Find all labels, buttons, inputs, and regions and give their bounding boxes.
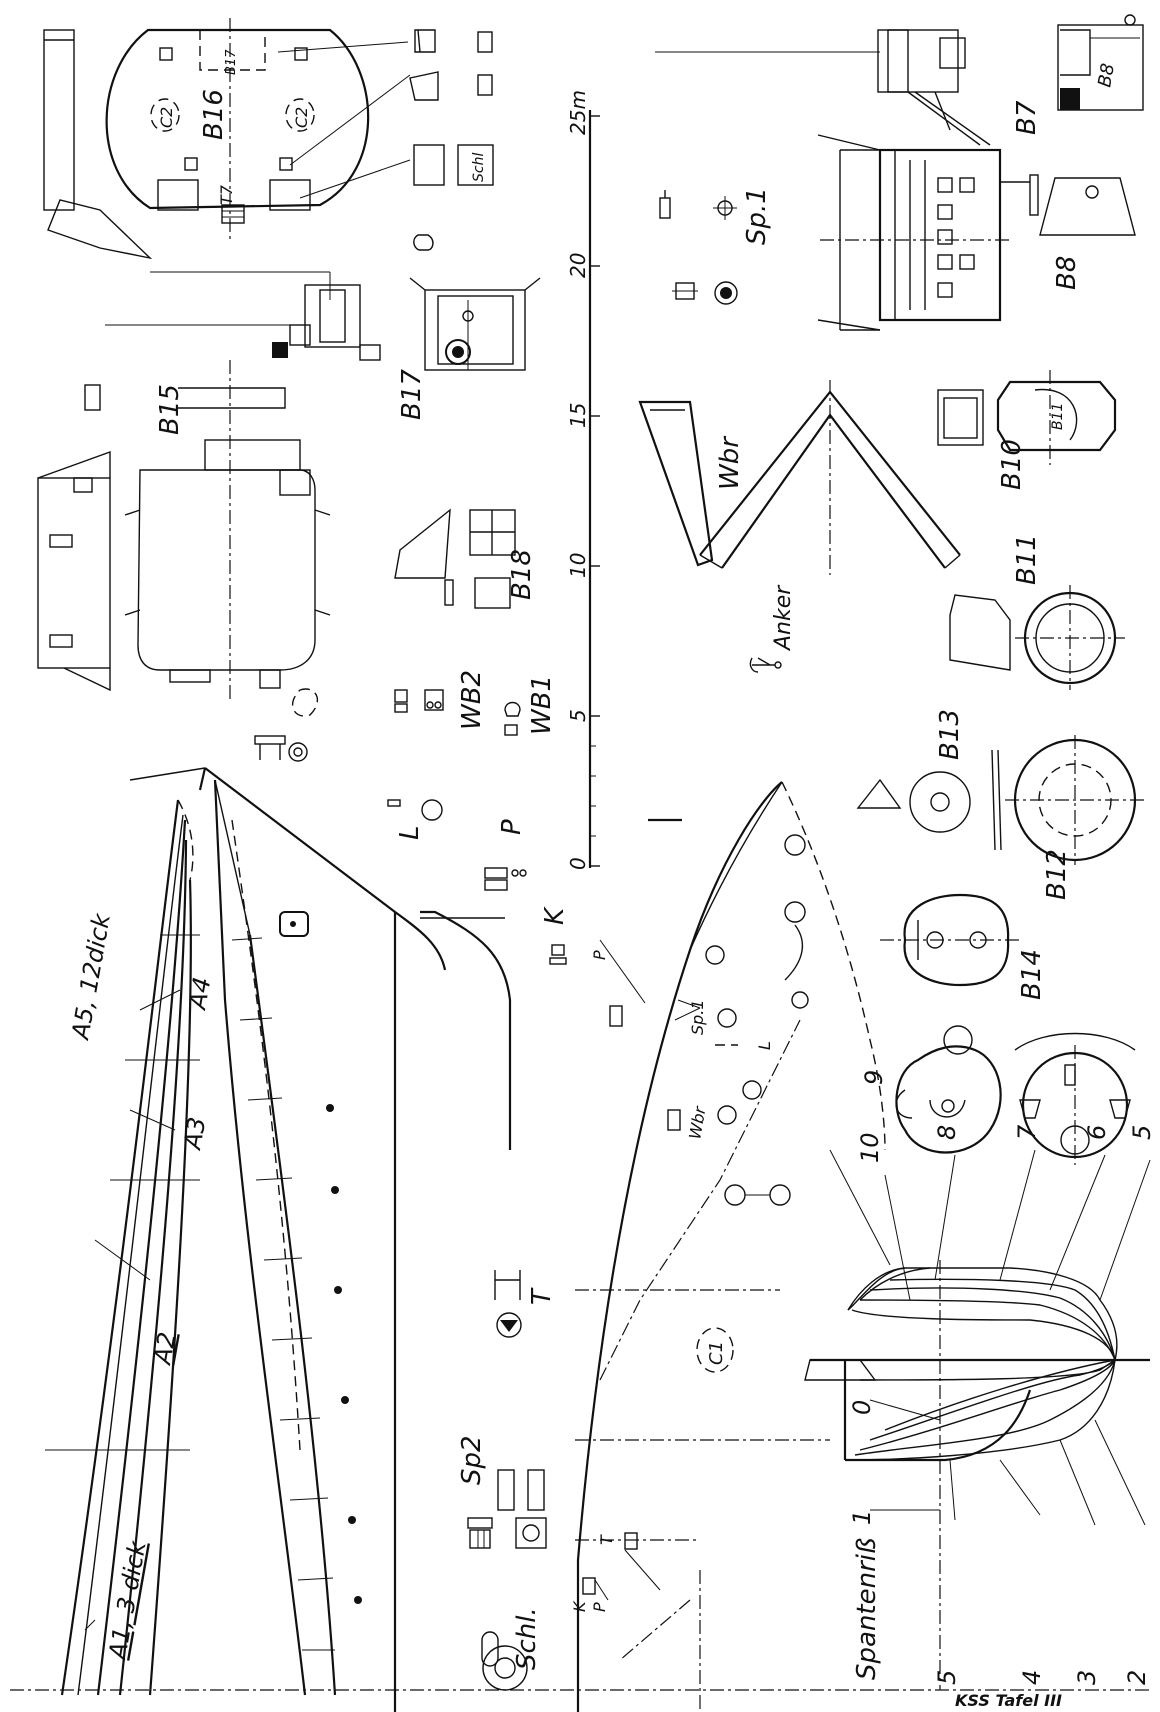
label-b12: B12 bbox=[1042, 849, 1072, 900]
part-wbr-group bbox=[638, 380, 961, 575]
frame-label-10: 10 bbox=[856, 1132, 884, 1163]
label-p-deck-low: P bbox=[590, 1602, 609, 1612]
label-wb2: WB2 bbox=[457, 670, 487, 730]
part-b15-group bbox=[37, 29, 331, 717]
label-sp2: Sp2 bbox=[457, 1435, 487, 1485]
frame-label-4: 4 bbox=[1018, 1670, 1046, 1685]
body-plan-drawing bbox=[804, 1149, 1151, 1690]
label-spantenriss: Spantenriß bbox=[852, 1538, 882, 1680]
scale-tick-20: 20 bbox=[566, 253, 590, 278]
label-b18: B18 bbox=[507, 549, 537, 600]
label-wbr-deck: Wbr bbox=[685, 1104, 710, 1141]
part-wb-group bbox=[394, 689, 521, 736]
part-b12-b13-group bbox=[856, 735, 1145, 865]
label-l: L bbox=[395, 826, 425, 841]
frame-label-9: 9 bbox=[860, 1070, 888, 1085]
label-a1: A1, 3 dick bbox=[103, 1538, 152, 1663]
hull-strakes-drawing bbox=[45, 799, 200, 1696]
label-a2: A2 bbox=[148, 1330, 181, 1368]
deck-plan-drawing bbox=[575, 781, 886, 1712]
label-wb1: WB1 bbox=[527, 675, 557, 735]
bulwark-profile-drawing bbox=[10, 767, 1150, 1712]
part-k bbox=[549, 944, 567, 965]
frame-label-3: 3 bbox=[1073, 1670, 1101, 1685]
part-sp1-group bbox=[659, 190, 738, 305]
label-a3: A3 bbox=[178, 1115, 211, 1153]
label-c2-left: C2 bbox=[157, 107, 176, 128]
label-sp1: Sp.1 bbox=[742, 187, 772, 245]
frame-label-0: 0 bbox=[848, 1400, 876, 1415]
label-k-deck-low: K bbox=[570, 1600, 589, 1612]
scale-unit-label: 25m bbox=[566, 90, 590, 135]
label-p-deck: P bbox=[590, 950, 609, 960]
deckhouse-drawing bbox=[817, 134, 1136, 331]
label-b14: B14 bbox=[1017, 949, 1047, 1000]
frame-label-7: 7 bbox=[1013, 1124, 1041, 1140]
part-b14-group bbox=[880, 893, 1020, 987]
label-b10: B10 bbox=[997, 439, 1027, 490]
label-a4: A4 bbox=[183, 975, 216, 1013]
part-bollard bbox=[254, 735, 308, 762]
label-wbr: Wbr bbox=[715, 435, 745, 490]
part-schl-sp2-t-group bbox=[467, 1270, 547, 1691]
label-b11-inner: B11 bbox=[1050, 403, 1066, 430]
label-b8-top: B8 bbox=[1094, 62, 1119, 89]
label-b13: B13 bbox=[935, 709, 965, 760]
sheet-footer: KSS Tafel III bbox=[955, 1691, 1062, 1710]
label-k-deck-top: K bbox=[540, 906, 570, 925]
part-b7-b8-group bbox=[655, 14, 1144, 146]
label-b16: B16 bbox=[199, 89, 229, 140]
label-anker: Anker bbox=[771, 584, 796, 652]
part-b11-group bbox=[949, 585, 1125, 690]
label-l-deck: L bbox=[755, 1041, 774, 1050]
scale-tick-10: 10 bbox=[566, 553, 590, 578]
frame-label-5-lower: 5 bbox=[933, 1670, 961, 1685]
label-t7: T7 bbox=[217, 184, 236, 205]
label-c2-right: C2 bbox=[292, 107, 311, 128]
frame-label-6: 6 bbox=[1083, 1125, 1111, 1140]
label-p: P bbox=[497, 819, 527, 835]
part-fittings-group bbox=[895, 1025, 1136, 1165]
label-t-deck: T bbox=[597, 1534, 616, 1545]
label-b8: B8 bbox=[1052, 256, 1082, 290]
label-schl: Schl. bbox=[512, 1607, 542, 1670]
label-a5: A5, 12dick bbox=[66, 911, 116, 1043]
label-b17-inner: B17 bbox=[224, 49, 239, 75]
part-b16-group bbox=[105, 18, 494, 240]
frame-label-1: 1 bbox=[848, 1510, 876, 1525]
frame-label-5-upper: 5 bbox=[1128, 1125, 1156, 1140]
label-sp1-deck: Sp.1 bbox=[688, 999, 707, 1035]
label-b7: B7 bbox=[1012, 100, 1042, 135]
scale-bar bbox=[588, 110, 600, 868]
part-b17-group bbox=[105, 234, 541, 371]
part-b10-b11-group bbox=[937, 370, 1117, 465]
label-c1: C1 bbox=[706, 1341, 727, 1365]
part-l-p-group bbox=[387, 799, 527, 891]
scale-tick-0: 0 bbox=[566, 857, 590, 870]
part-b18-group bbox=[394, 508, 516, 609]
anchor-icon bbox=[749, 657, 782, 673]
frame-label-8: 8 bbox=[933, 1125, 961, 1140]
scale-tick-15: 15 bbox=[566, 403, 590, 428]
label-b17: B17 bbox=[397, 369, 427, 420]
label-schl-small: Schl bbox=[471, 153, 487, 182]
scale-tick-5: 5 bbox=[566, 709, 590, 722]
label-b15: B15 bbox=[155, 384, 185, 435]
label-b11: B11 bbox=[1012, 534, 1042, 585]
label-t: T bbox=[527, 1287, 557, 1305]
frame-label-2: 2 bbox=[1123, 1670, 1151, 1685]
